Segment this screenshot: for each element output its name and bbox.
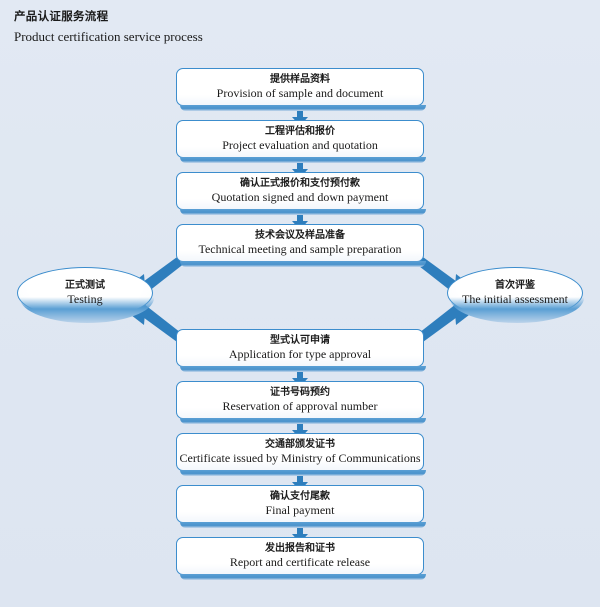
ellipse-node-initial-assessment[interactable]: 首次评鉴 The initial assessment [447, 267, 584, 323]
process-box-quotation-signed[interactable]: 确认正式报价和支付预付款 Quotation signed and down p… [176, 172, 426, 215]
process-box-final-payment[interactable]: 确认支付尾款 Final payment [176, 485, 426, 528]
process-box-label-cn: 型式认可申请 [270, 334, 330, 346]
process-box-label-cn: 提供样品资料 [270, 73, 330, 85]
process-box-label-en: Project evaluation and quotation [222, 138, 378, 153]
process-box-label-cn: 确认支付尾款 [270, 490, 330, 502]
ellipse-node-label-en: The initial assessment [462, 292, 568, 307]
process-box-application-type-approval[interactable]: 型式认可申请 Application for type approval [176, 329, 426, 372]
ellipse-node-label-cn: 首次评鉴 [495, 279, 535, 291]
process-box-label-en: Quotation signed and down payment [211, 190, 389, 205]
arrow-box5-to-box6 [291, 372, 309, 387]
process-box-label-cn: 确认正式报价和支付预付款 [240, 177, 360, 189]
arrow-box3-to-box4 [291, 215, 309, 230]
arrow-box6-to-box7 [291, 424, 309, 439]
ellipse-node-label-en: Testing [67, 292, 103, 307]
arrow-box2-to-box3 [291, 163, 309, 178]
process-box-label-en: Final payment [265, 503, 335, 518]
ellipse-node-testing[interactable]: 正式测试 Testing [17, 267, 154, 323]
process-box-label-en: Provision of sample and document [216, 86, 384, 101]
process-box-project-evaluation[interactable]: 工程评估和报价 Project evaluation and quotation [176, 120, 426, 163]
process-box-certificate-issued[interactable]: 交通部颁发证书 Certificate issued by Ministry o… [176, 433, 426, 476]
process-box-label-en: Certificate issued by Ministry of Commun… [179, 451, 421, 466]
arrow-box1-to-box2 [291, 111, 309, 126]
arrow-box7-to-box8 [291, 476, 309, 491]
process-box-label-cn: 工程评估和报价 [265, 125, 335, 137]
process-box-label-cn: 交通部颁发证书 [265, 438, 335, 450]
process-box-label-en: Technical meeting and sample preparation [198, 242, 402, 257]
process-box-label-cn: 证书号码预约 [270, 386, 330, 398]
process-box-label-en: Report and certificate release [229, 555, 371, 570]
bottom-white-strip [0, 607, 600, 612]
page-title-cn: 产品认证服务流程 [14, 9, 109, 23]
process-box-report-certificate-release[interactable]: 发出报告和证书 Report and certificate release [176, 537, 426, 580]
process-box-label-en: Reservation of approval number [222, 399, 378, 414]
process-box-label-en: Application for type approval [228, 347, 372, 362]
process-box-technical-meeting[interactable]: 技术会议及样品准备 Technical meeting and sample p… [176, 224, 426, 267]
page-title: 产品认证服务流程 Product certification service p… [14, 8, 203, 47]
process-box-label-cn: 发出报告和证书 [265, 542, 335, 554]
process-box-label-cn: 技术会议及样品准备 [255, 229, 345, 241]
page-title-en: Product certification service process [14, 28, 203, 44]
arrow-box8-to-box9 [291, 528, 309, 543]
ellipse-node-label-cn: 正式测试 [65, 279, 105, 291]
process-box-reservation-approval-number[interactable]: 证书号码预约 Reservation of approval number [176, 381, 426, 424]
process-box-provision-of-sample[interactable]: 提供样品资料 Provision of sample and document [176, 68, 426, 111]
